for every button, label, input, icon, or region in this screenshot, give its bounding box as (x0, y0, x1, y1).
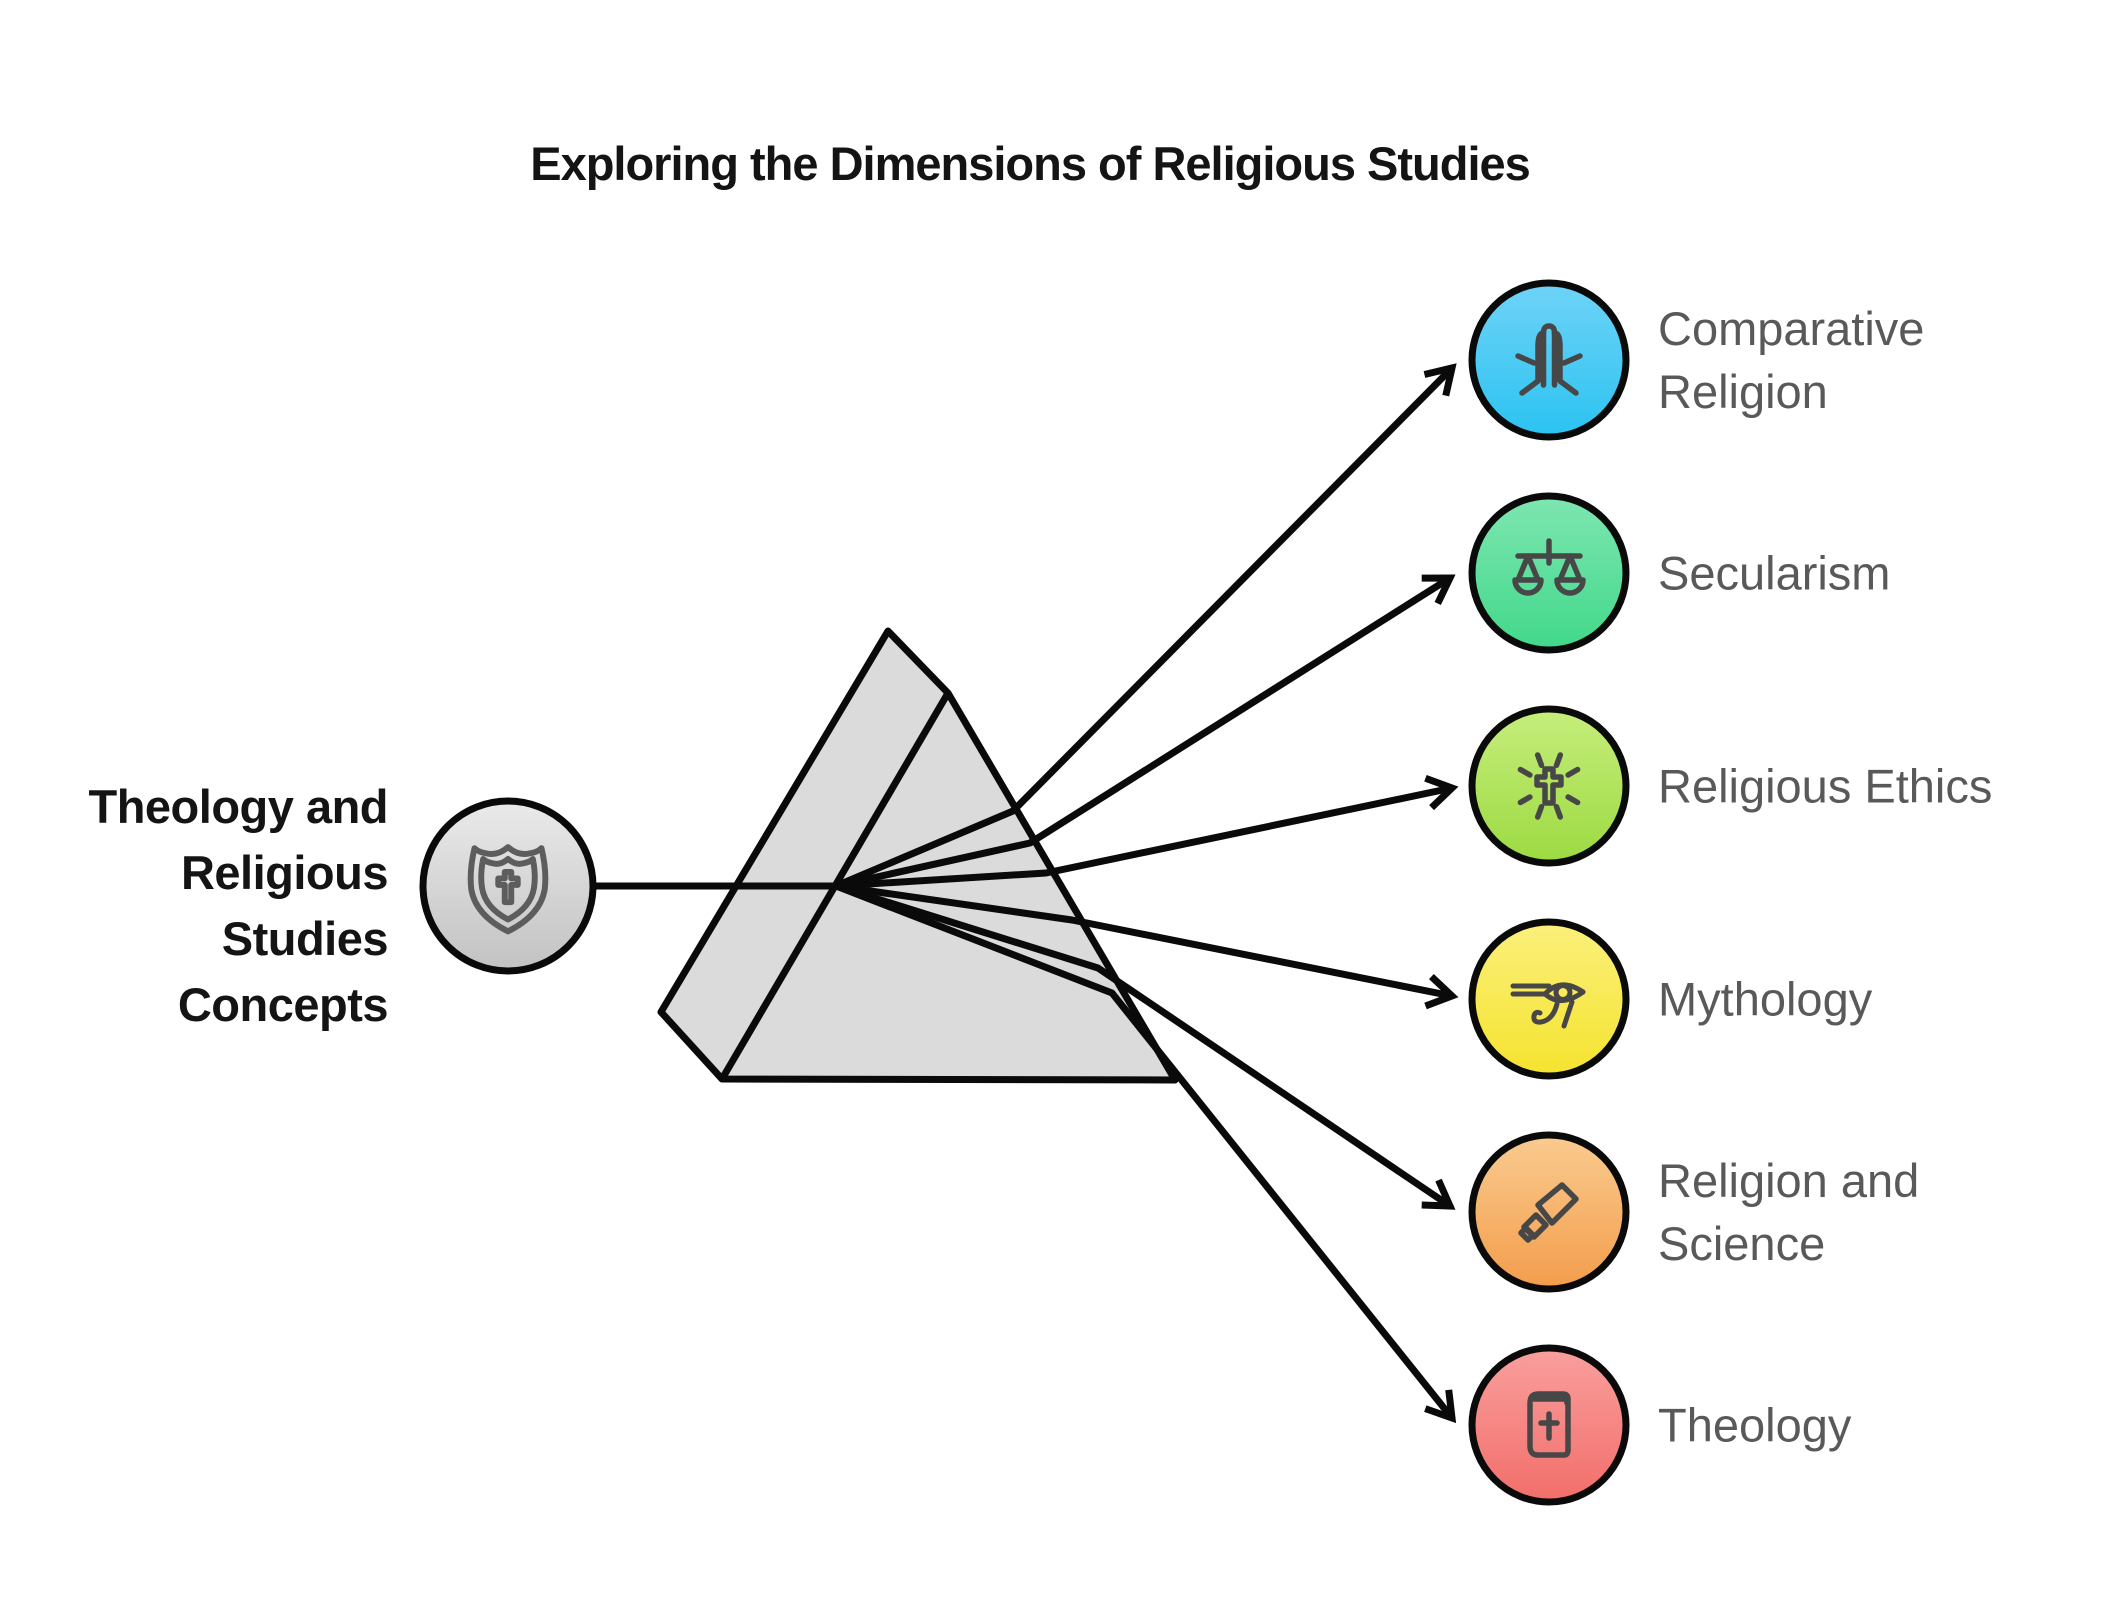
scales-icon (1512, 538, 1586, 596)
node-label-secularism: Secularism (1658, 546, 1891, 600)
node-religious-ethics (1468, 705, 1630, 867)
beam-secularism (835, 574, 1456, 890)
praying-hands-icon (1515, 323, 1583, 396)
bible-icon (1527, 1391, 1571, 1458)
node-theology (1468, 1344, 1630, 1506)
beam-mythology (835, 882, 1459, 1010)
node-comparative-religion (1468, 279, 1630, 441)
node-religion-and-science (1468, 1131, 1630, 1293)
source-label-line: Theology and (88, 780, 389, 833)
beam-religious-ethics (835, 774, 1459, 890)
beam-theology (834, 882, 1457, 1424)
telescope-icon (1518, 1182, 1579, 1243)
node-label-religious-ethics: Religious Ethics (1658, 759, 1993, 813)
prism-body (657, 627, 1179, 1084)
source-label-line: Studies (221, 912, 389, 965)
beams (834, 363, 1459, 1424)
shield-cross-icon (467, 844, 549, 935)
beam-religion-and-science (834, 882, 1456, 1210)
beam-comparative-religion (834, 363, 1457, 890)
source-label-line: Concepts (177, 978, 389, 1031)
prism (657, 627, 1179, 1084)
node-circle-secularism (1468, 492, 1630, 654)
node-circle-religious-ethics (1468, 705, 1630, 867)
node-label-mythology: Mythology (1658, 972, 1873, 1026)
node-secularism (1468, 492, 1630, 654)
source-label: Theology and Religious Studies Concepts (50, 774, 389, 1038)
source-label-line: Religious (180, 846, 389, 899)
source-node (419, 797, 597, 975)
node-circle-comparative-religion (1468, 279, 1630, 441)
source-circle (419, 797, 597, 975)
node-label-theology: Theology (1658, 1398, 1852, 1452)
node-circle-religion-and-science (1468, 1131, 1630, 1293)
radiant-cross-icon (1517, 752, 1581, 820)
result-nodes (1468, 279, 1630, 1506)
eye-of-horus-icon (1510, 982, 1586, 1029)
diagram-title: Exploring the Dimensions of Religious St… (530, 137, 1531, 190)
node-mythology (1468, 918, 1630, 1080)
